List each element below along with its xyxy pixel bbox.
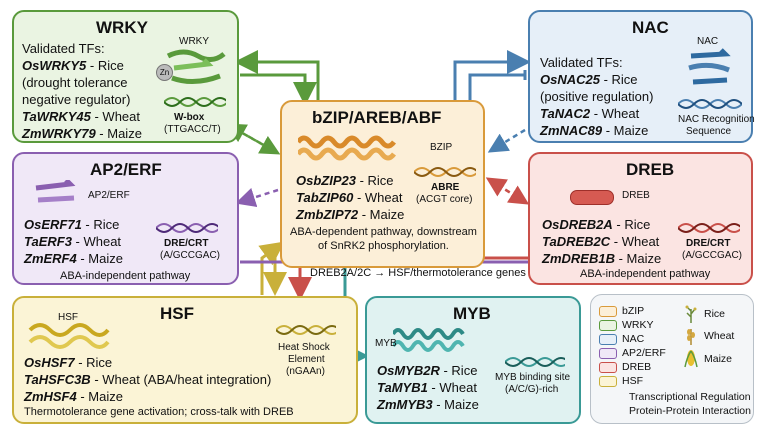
myb-box: MYB MYB OsMYB2R - Rice TaMYB1 - Wheat Zm… <box>365 296 581 424</box>
bzip-title: bZIP/AREB/ABF <box>312 108 442 127</box>
dreb-title: DREB <box>626 160 675 179</box>
legend-item-wrky: WRKY <box>599 319 654 331</box>
wrky-tf-1-note-b: negative regulator) <box>22 92 131 107</box>
hsf-dna-icon <box>276 325 336 335</box>
maize-icon <box>684 350 698 368</box>
bzip-box: bZIP/AREB/ABF BZIP OsbZIP23 - Rice TabZI… <box>280 100 485 268</box>
wrky-tf-3: ZmWRKY79 - Maize <box>22 126 142 141</box>
myb-dna-label: MYB binding site <box>495 372 571 383</box>
nac-dna-label-a: NAC Recognition <box>678 114 755 125</box>
myb-dna-icon <box>505 357 565 367</box>
rice-icon <box>685 305 697 323</box>
ap2-protein-label: AP2/ERF <box>88 190 130 201</box>
bzip-tf-2: TabZIP60 - Wheat <box>296 190 403 205</box>
hsf-title: HSF <box>160 304 194 323</box>
wrky-protein-label: WRKY <box>179 36 209 47</box>
wrky-dna-icon <box>164 97 226 107</box>
ap2-note: ABA-independent pathway <box>60 270 191 282</box>
nac-protein-label: NAC <box>697 36 719 47</box>
wrky-protein-icon <box>166 49 226 84</box>
wrky-dna-label: W-box <box>174 112 205 123</box>
dreb-tf-1: OsDREB2A - Rice <box>542 217 651 232</box>
legend-item-hsf: HSF <box>599 375 643 387</box>
hsf-tf-1: OsHSF7 - Rice <box>24 355 113 370</box>
wheat-icon <box>687 329 695 345</box>
myb-protein-label: MYB <box>375 338 397 349</box>
nac-box: NAC Validated TFs: OsNAC25 - Rice (posit… <box>528 10 755 143</box>
legend-transcriptional: Transcriptional Regulation <box>629 391 751 403</box>
hsf-box: HSF HSF OsHSF7 - Rice TaHSFC3B - Wheat (… <box>12 296 358 424</box>
ap2-tf-3: ZmERF4 - Maize <box>24 251 123 266</box>
dreb-hsf-arrow-label: DREB2A/2C → HSF/thermotolerance genes <box>310 267 526 279</box>
myb-dna-seq: (A/C/G)-rich <box>505 384 559 395</box>
wrky-tf-1: OsWRKY5 - Rice <box>22 58 124 73</box>
ap2-dna-seq: (A/GCCGAC) <box>160 250 220 261</box>
hsf-dna-label-b: Element <box>288 354 325 365</box>
wrky-box: WRKY Validated TFs: OsWRKY5 - Rice (drou… <box>12 10 239 143</box>
bzip-tf-3: ZmbZIP72 - Maize <box>296 207 405 222</box>
dreb-dna-label: DRE/CRT <box>686 238 731 249</box>
bzip-protein-label: BZIP <box>430 142 453 153</box>
nac-header: Validated TFs: <box>540 55 623 70</box>
bzip-protein-icon <box>298 135 396 161</box>
myb-tf-2: TaMYB1 - Wheat <box>377 380 477 395</box>
bzip-note-a: ABA-dependent pathway, downstream <box>290 226 477 238</box>
nac-dna-label-b: Sequence <box>686 126 732 137</box>
hsf-dna-label-a: Heat Shock <box>278 342 330 353</box>
legend-item-ap2: AP2/ERF <box>599 347 666 359</box>
hsf-tf-3: ZmHSF4 - Maize <box>24 389 123 404</box>
dreb-protein-icon <box>570 190 614 205</box>
bzip-dna-seq: (ACGT core) <box>416 194 473 205</box>
ap2-tf-1: OsERF71 - Rice <box>24 217 120 232</box>
legend-crop-rice: Rice <box>683 305 725 323</box>
ap2-dna-label: DRE/CRT <box>164 238 209 249</box>
nac-tf-2: TaNAC2 - Wheat <box>540 106 640 121</box>
wrky-tf-1-note-a: (drought tolerance <box>22 75 128 90</box>
nac-tf-3: ZmNAC89 - Maize <box>540 123 649 138</box>
dreb-box: DREB DREB OsDREB2A - Rice TaDREB2C - Whe… <box>528 152 753 285</box>
legend-box: bZIP WRKY NAC AP2/ERF DREB HSF Rice Whea… <box>590 294 754 424</box>
myb-tf-3: ZmMYB3 - Maize <box>377 397 479 412</box>
dreb-dna-seq: (A/GCCGAC) <box>682 250 742 261</box>
ap2-protein-icon <box>35 180 76 203</box>
myb-title: MYB <box>453 304 491 323</box>
wrky-tf-2: TaWRKY45 - Wheat <box>22 109 140 124</box>
ap2-tf-2: TaERF3 - Wheat <box>24 234 122 249</box>
bzip-dna-label: ABRE <box>431 182 460 193</box>
dreb-tf-2: TaDREB2C - Wheat <box>542 234 660 249</box>
zn-ion-icon: Zn <box>156 64 173 81</box>
bzip-tf-1: OsbZIP23 - Rice <box>296 173 394 188</box>
legend-item-nac: NAC <box>599 333 644 345</box>
nac-tf-1-note: (positive regulation) <box>540 89 654 104</box>
ap2-dna-icon <box>156 223 218 233</box>
wrky-header: Validated TFs: <box>22 41 105 56</box>
ap2-box: AP2/ERF AP2/ERF OsERF71 - Rice TaERF3 - … <box>12 152 239 285</box>
hsf-dna-seq: (nGAAn) <box>286 366 325 377</box>
wrky-dna-seq: (TTGACC/T) <box>164 124 221 135</box>
legend-item-bzip: bZIP <box>599 305 644 317</box>
ap2-title: AP2/ERF <box>90 160 162 179</box>
nac-tf-1: OsNAC25 - Rice <box>540 72 638 87</box>
hsf-tf-2: TaHSFC3B - Wheat (ABA/heat integration) <box>24 372 272 387</box>
nac-protein-icon <box>688 48 731 85</box>
myb-tf-1: OsMYB2R - Rice <box>377 363 478 378</box>
wrky-title: WRKY <box>96 18 148 37</box>
legend-ppi: Protein-Protein Interaction <box>629 405 751 417</box>
nac-title: NAC <box>632 18 669 37</box>
nac-dna-icon <box>678 99 742 109</box>
legend-item-dreb: DREB <box>599 361 651 373</box>
myb-protein-icon <box>393 328 465 352</box>
dreb-dna-icon <box>678 223 740 233</box>
legend-crop-wheat: Wheat <box>683 327 734 345</box>
hsf-protein-icon <box>28 323 110 349</box>
legend-crop-maize: Maize <box>683 349 732 369</box>
hsf-note: Thermotolerance gene activation; cross-t… <box>24 406 294 418</box>
hsf-protein-label: HSF <box>58 312 78 323</box>
bzip-note-b: of SnRK2 phosphorylation. <box>318 240 449 252</box>
dreb-protein-label: DREB <box>622 190 650 201</box>
dreb-tf-3: ZmDREB1B - Maize <box>542 251 662 266</box>
dreb-note: ABA-independent pathway <box>580 268 711 280</box>
bzip-dna-icon <box>414 167 476 177</box>
